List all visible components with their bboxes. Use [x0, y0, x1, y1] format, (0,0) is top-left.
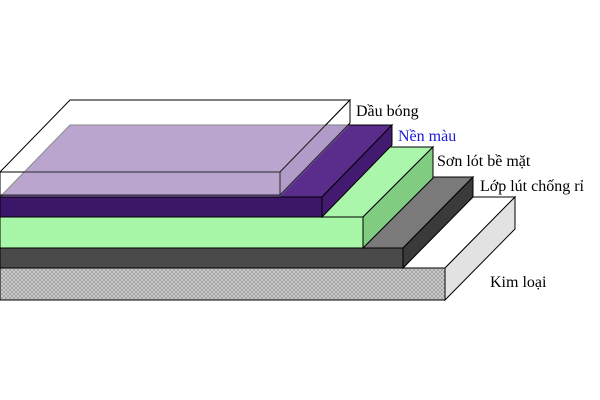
- varnish-label: Dầu bóng: [356, 103, 419, 120]
- anti-rust-label: Lớp lút chống rỉ: [480, 178, 584, 195]
- varnish-layer: [0, 98, 352, 197]
- color-base-label: Nền màu: [398, 128, 457, 145]
- surface-primer-label: Sơn lót bề mặt: [437, 153, 531, 170]
- metal-label: Kim loại: [490, 274, 547, 291]
